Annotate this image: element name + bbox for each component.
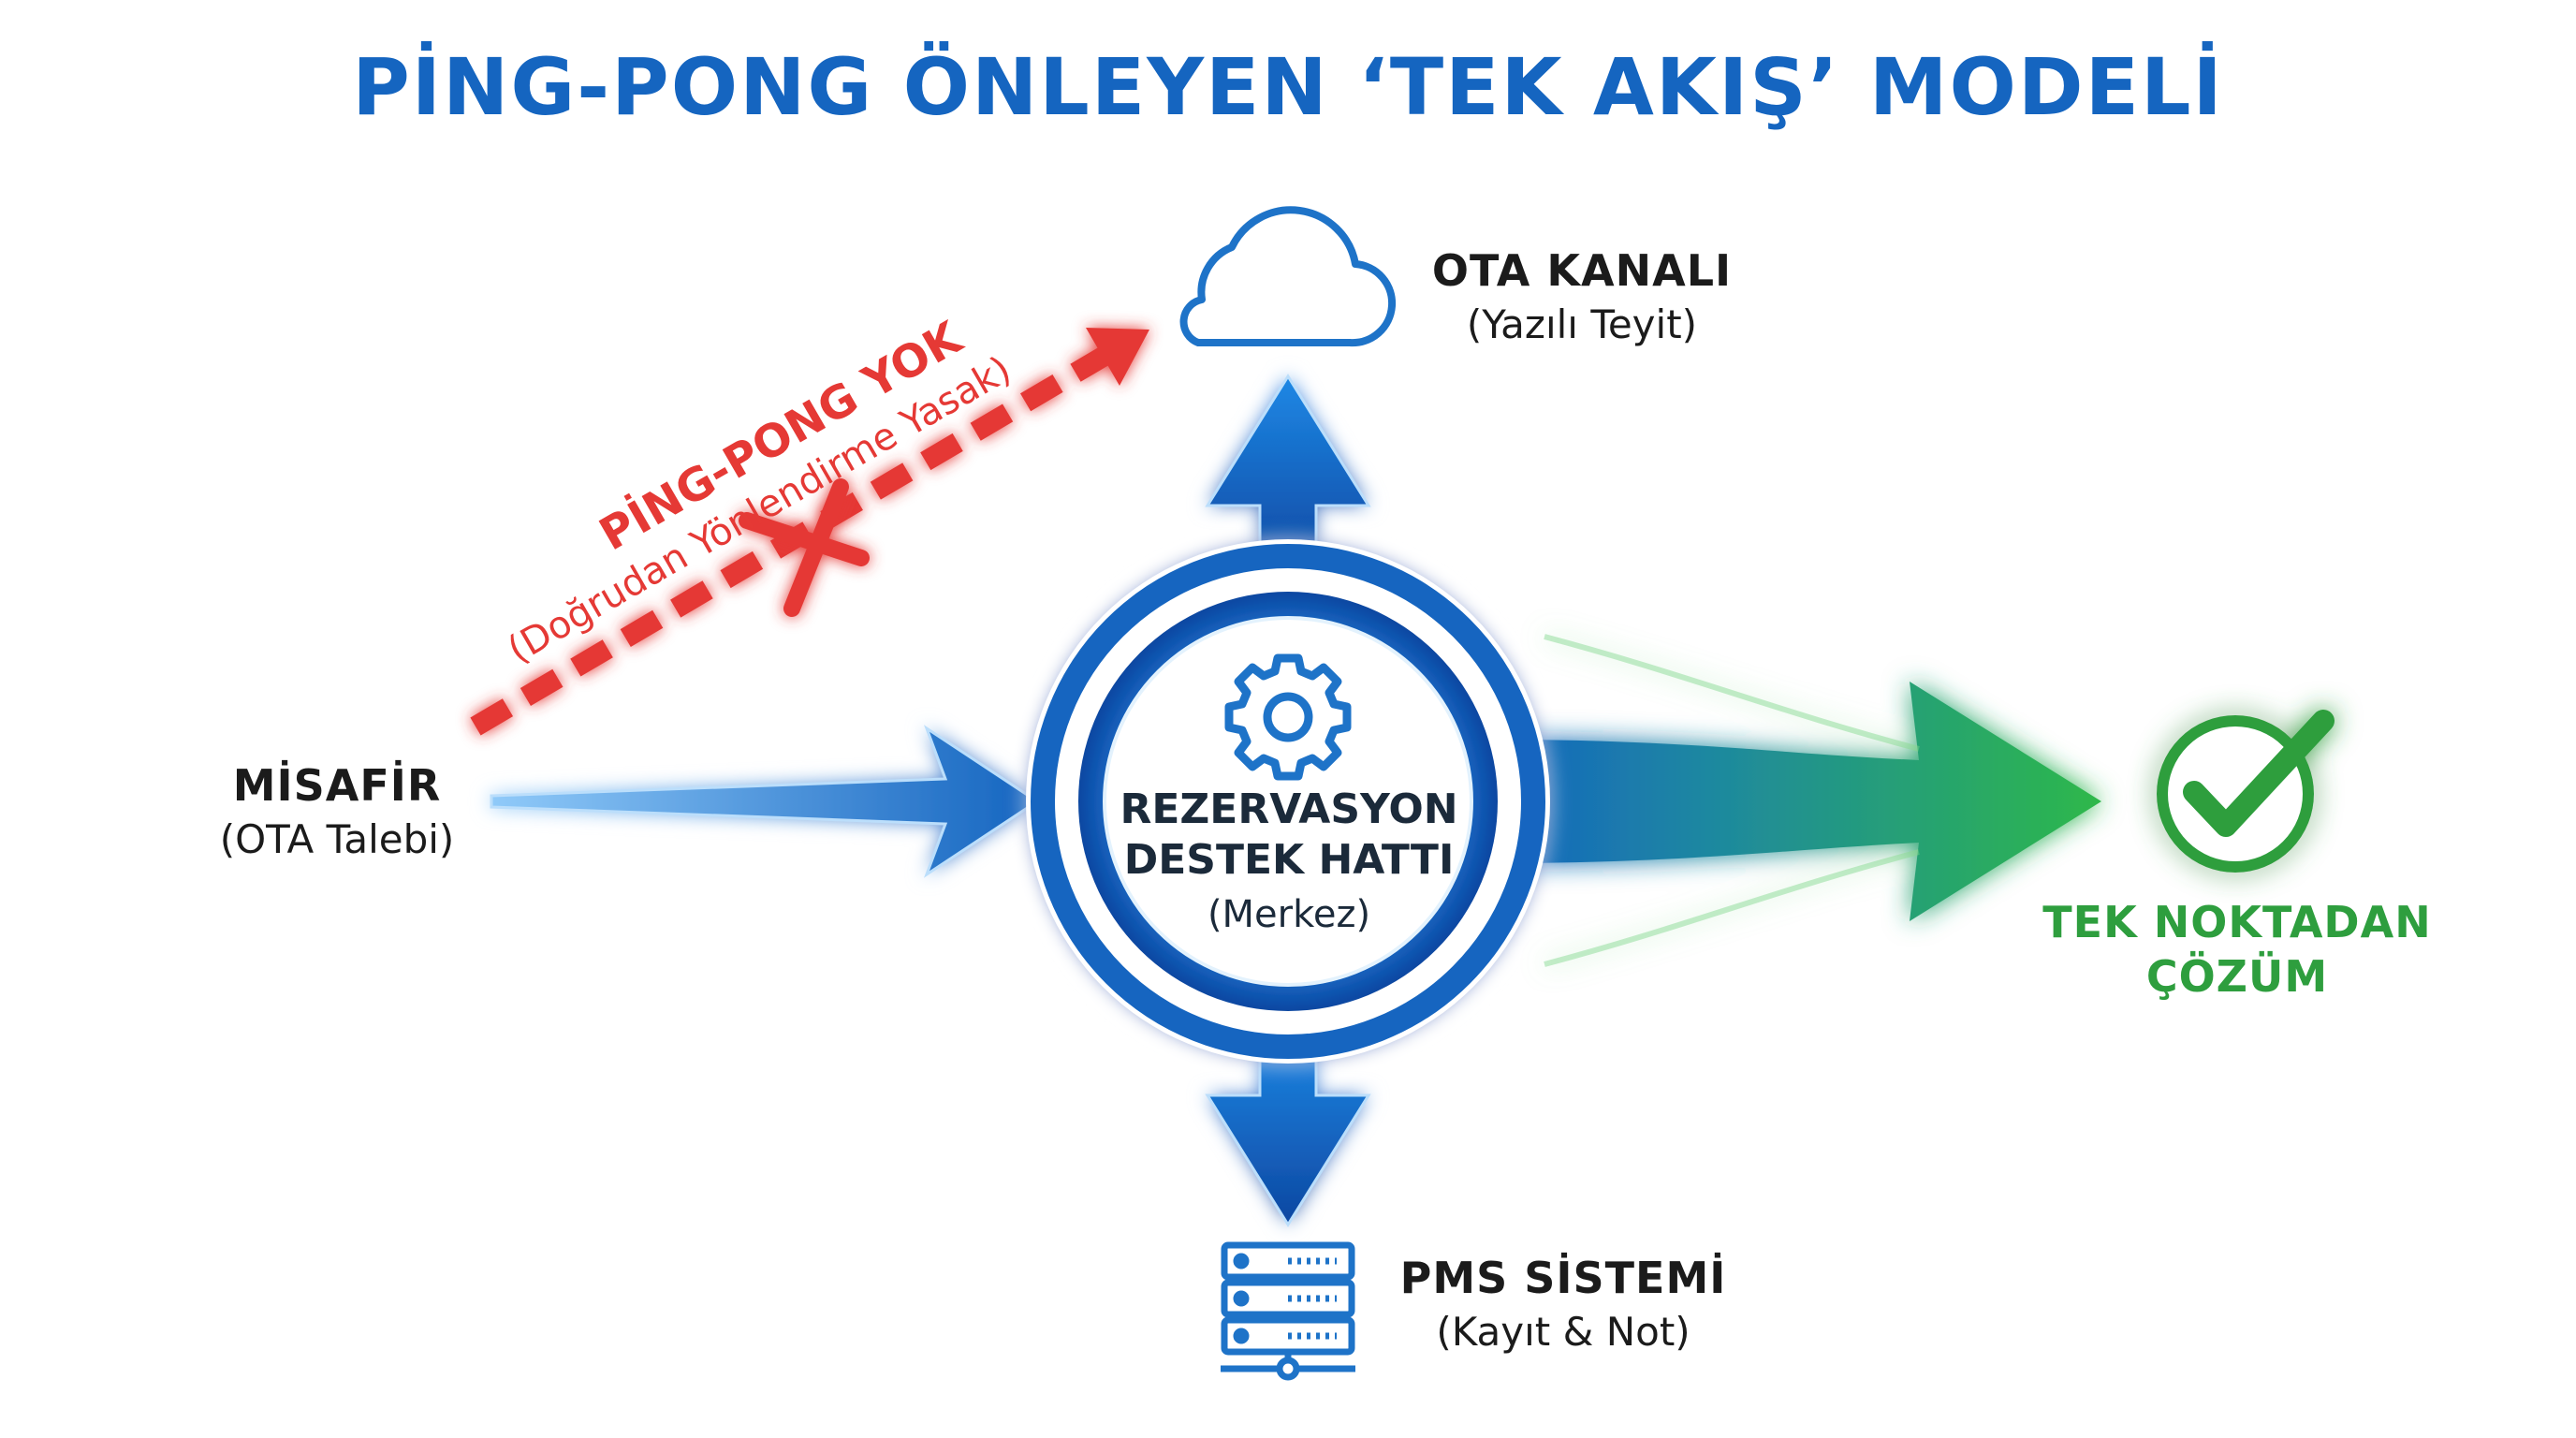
pms-label: PMS SİSTEMİ (Kayıt & Not) [1376,1253,1750,1355]
center-subtitle: (Merkez) [1207,893,1371,936]
center-to-result-arrow [1498,634,2101,967]
page-title: PİNG-PONG ÖNLEYEN ‘TEK AKIŞ’ MODELİ [352,41,2224,133]
ota-title: OTA KANALI [1431,245,1733,296]
central-hub [1026,539,1550,1064]
cloud-icon [1179,206,1397,347]
ota-label: OTA KANALI (Yazılı Teyit) [1395,245,1769,347]
pms-subtitle: (Kayıt & Not) [1436,1309,1690,1355]
center-line1: REZERVASYON [1120,785,1458,833]
pms-title: PMS SİSTEMİ [1399,1253,1727,1303]
center-line2: DESTEK HATTI [1123,836,1455,884]
check-circle-icon [2157,710,2334,873]
guest-to-center-arrow [490,725,1040,878]
guest-subtitle: (OTA Talebi) [219,816,455,862]
guest-label: MİSAFİR (OTA Talebi) [178,760,496,862]
center-label: REZERVASYON DESTEK HATTI (Merkez) [1078,785,1500,936]
gear-icon [1224,653,1352,781]
ota-subtitle: (Yazılı Teyit) [1466,301,1698,347]
cross-icon [739,478,870,617]
result-label: TEK NOKTADAN ÇÖZÜM [2012,895,2462,1004]
guest-title: MİSAFİR [232,760,442,811]
server-icon [1221,1241,1355,1381]
result-line1: TEK NOKTADAN [2042,897,2432,947]
result-line2: ÇÖZÜM [2145,951,2329,1002]
blocked-subtitle: (Doğrudan Yönlendirme Yasak) [501,348,1018,672]
